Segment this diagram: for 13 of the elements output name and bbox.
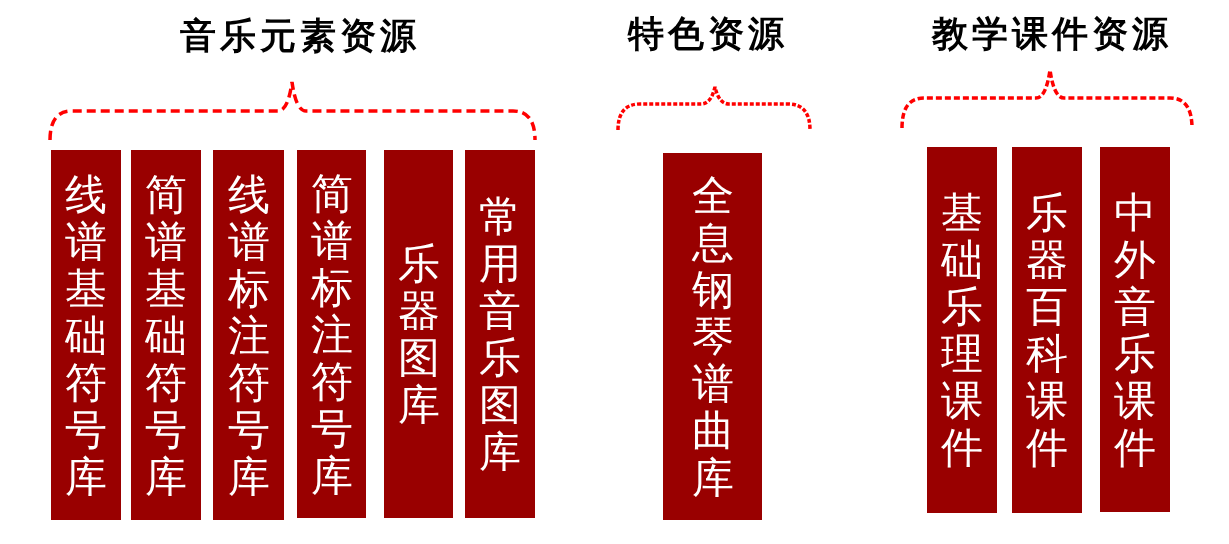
heading: 音乐元素资源 — [180, 14, 420, 58]
resource-box: 简谱标注符号库 — [297, 150, 366, 518]
resource-box: 中外音乐课件 — [1100, 147, 1170, 512]
resource-box: 线谱基础符号库 — [51, 150, 121, 520]
resource-box: 线谱标注符号库 — [213, 150, 284, 520]
resource-box: 乐器百科课件 — [1012, 147, 1082, 513]
resource-box: 基础乐理课件 — [927, 147, 997, 513]
resource-box: 全息钢琴谱曲库 — [663, 153, 762, 520]
resource-box: 乐器图库 — [384, 150, 453, 518]
heading: 教学课件资源 — [932, 12, 1172, 56]
resource-box: 常用音乐图库 — [465, 150, 535, 518]
heading: 特色资源 — [628, 12, 788, 56]
resource-box: 简谱基础符号库 — [131, 150, 201, 520]
